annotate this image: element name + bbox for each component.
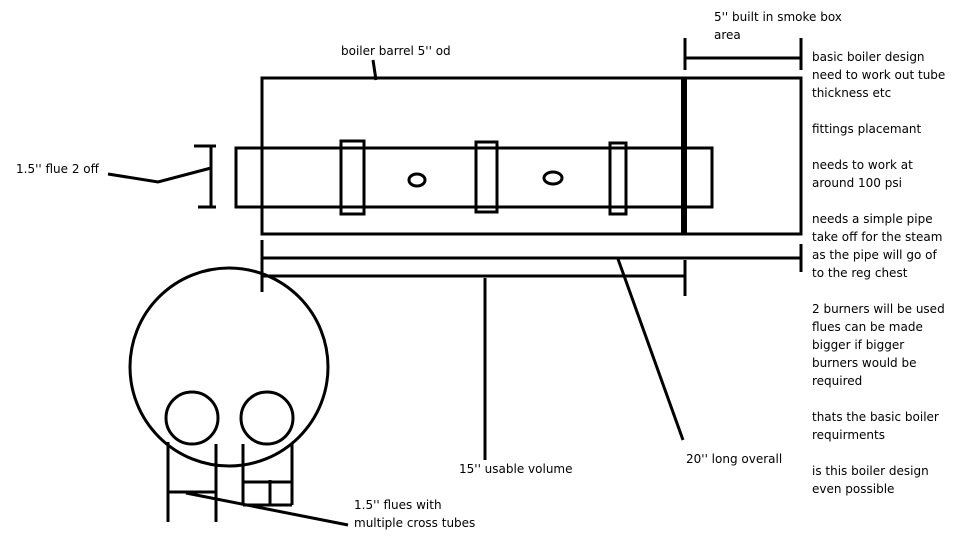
note-line: 2 burners will be used [812, 302, 945, 316]
note-line: need to work out tube [812, 68, 946, 82]
smoke-box-area-label: area [714, 28, 741, 42]
overall-leader [616, 258, 685, 441]
cross-flue-leader [185, 491, 349, 527]
flue-label: 1.5'' flue 2 off [16, 162, 99, 176]
overall-length-label: 20'' long overall [686, 452, 783, 466]
barrel-leader [371, 59, 378, 81]
note-line: required [812, 374, 863, 388]
note-line: flues can be made [812, 320, 923, 334]
note-line: basic boiler design [812, 50, 925, 64]
note-line: as the pipe will go of [812, 248, 937, 262]
note-line: requirments [812, 428, 885, 442]
tube-hole [407, 172, 427, 188]
note-line: thats the basic boiler [812, 410, 939, 424]
note-line: to the reg chest [812, 266, 908, 280]
end-view-barrel [128, 266, 330, 468]
note-line: fittings placemant [812, 122, 922, 136]
cross-flues-label: multiple cross tubes [354, 516, 476, 530]
note-line: around 100 psi [812, 176, 902, 190]
note-line: thickness etc [812, 86, 892, 100]
end-view-flue [164, 390, 220, 446]
note-line: even possible [812, 482, 895, 496]
note-line: is this boiler design [812, 464, 929, 478]
note-line: take off for the steam [812, 230, 943, 244]
note-line: needs to work at [812, 158, 913, 172]
note-line: needs a simple pipe [812, 212, 933, 226]
cross-tube [339, 139, 366, 216]
note-line: burners would be [812, 356, 917, 370]
end-view-flue [239, 390, 295, 446]
smoke-box [682, 76, 803, 236]
tube-hole [542, 170, 564, 186]
cross-tube [474, 140, 499, 214]
usable-volume-label: 15'' usable volume [459, 462, 573, 476]
boiler-barrel [260, 76, 686, 236]
flue-leader [107, 166, 212, 184]
cross-flues-label: 1.5'' flues with [354, 498, 442, 512]
smoke-box-label: 5'' built in smoke box [714, 10, 842, 24]
barrel-label: boiler barrel 5'' od [341, 44, 451, 58]
flue-tube [234, 146, 714, 209]
cross-tube [608, 141, 628, 216]
note-line: bigger if bigger [812, 338, 905, 352]
